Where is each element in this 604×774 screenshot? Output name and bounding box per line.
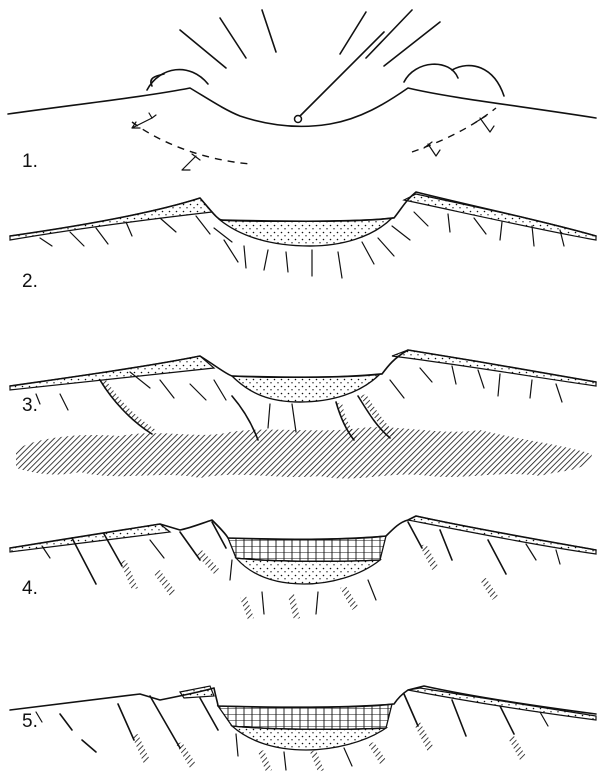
- stage-1-ejecta-right-1: [404, 64, 458, 82]
- stage-3-ejecta-right: [392, 350, 596, 386]
- stage-4-ejecta-right: [408, 516, 596, 554]
- stage-4-ejecta-left: [10, 524, 170, 552]
- stage-2-breccia-lens: [220, 218, 392, 246]
- stage-1-projectile: [295, 116, 302, 123]
- stage-2-label: 2.: [22, 271, 38, 292]
- stage-5-ejecta-right: [408, 688, 596, 720]
- stage-4-breccia-lens: [236, 558, 380, 584]
- stage-1-label: 1.: [22, 151, 38, 172]
- stage-1-shock-front-right: [412, 108, 496, 152]
- stage-2-ejecta-right: [404, 194, 596, 240]
- stage-3-ejecta-left: [10, 356, 214, 390]
- stage-1-impact: 1.: [8, 10, 596, 172]
- stage-3-breccia-lens: [232, 374, 380, 402]
- stage-3-deep-hatched-zone: [16, 427, 592, 478]
- stage-1-ejecta-left-2: [151, 74, 164, 86]
- stage-1-ejecta-right-2: [452, 66, 504, 96]
- stage-4-sediment-infill: 4.: [10, 516, 596, 620]
- stage-5-eroded-crater: 5.: [10, 686, 596, 772]
- stage-5-label: 5.: [22, 711, 38, 732]
- stage-4-label: 4.: [22, 578, 38, 599]
- stage-3-label: 3.: [22, 395, 38, 416]
- stage-3-collapse: 3.: [10, 350, 596, 479]
- stage-5-breccia-lens: [232, 726, 386, 750]
- stage-1-projectile-trail: [300, 32, 384, 116]
- stage-1-ground-surface: [8, 88, 596, 126]
- stage-2-transient-crater: 2.: [10, 192, 596, 292]
- stage-1-impact-rays: [180, 10, 440, 68]
- stage-1-ejecta-left-1: [147, 70, 208, 90]
- stage-1-shock-front-left: [132, 122, 252, 164]
